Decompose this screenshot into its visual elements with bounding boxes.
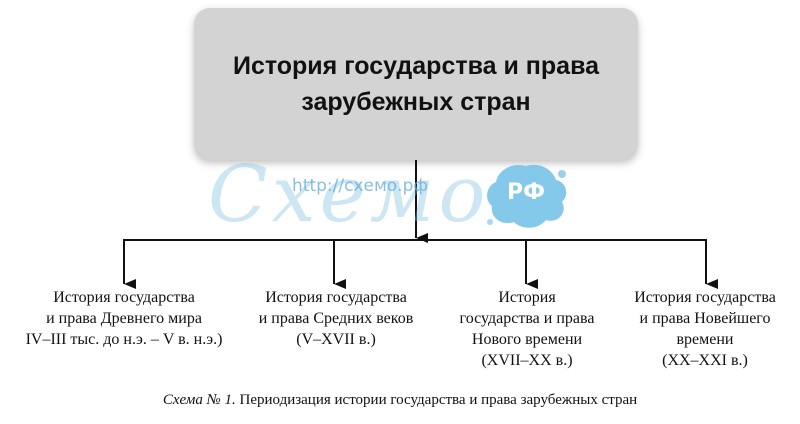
figure-caption: Схема № 1. Периодизация истории государс…: [0, 392, 800, 409]
caption-label: Схема № 1.: [162, 392, 236, 408]
root-node-title-line-2: зарубежных стран: [301, 88, 531, 116]
child-node-line: и права Древнего мира: [46, 310, 202, 327]
child-node-line: государства и права: [459, 310, 595, 327]
child-node-line: (V–XVII в.): [296, 331, 376, 348]
child-node-line: IV–III тыс. до н.э. – V в. н.э.): [25, 331, 223, 348]
child-node-line: История государства: [634, 289, 776, 306]
child-node-line: История: [498, 289, 556, 306]
child-node-line: История государства: [53, 289, 195, 306]
child-node-line: История государства: [265, 289, 407, 306]
root-node-title-line-1: История государства и права: [232, 52, 600, 80]
child-node-line: Нового времени: [471, 331, 583, 348]
child-node-contemporary: История государства и права Новейшего вр…: [612, 287, 798, 371]
caption-text: Периодизация истории государства и права…: [239, 392, 638, 408]
child-node-middle-ages: История государства и права Средних веко…: [238, 287, 434, 350]
child-node-line: времени: [676, 331, 734, 348]
root-node-box: История государства и права зарубежных с…: [194, 8, 638, 160]
child-node-modern-times: История государства и права Нового време…: [442, 287, 612, 371]
child-node-ancient-world: История государства и права Древнего мир…: [14, 287, 234, 350]
child-node-line: (XX–XXI в.): [662, 352, 748, 369]
child-node-line: и права Новейшего: [639, 310, 771, 327]
child-node-line: и права Средних веков: [258, 310, 414, 327]
child-node-line: (XVII–XX в.): [481, 352, 573, 369]
